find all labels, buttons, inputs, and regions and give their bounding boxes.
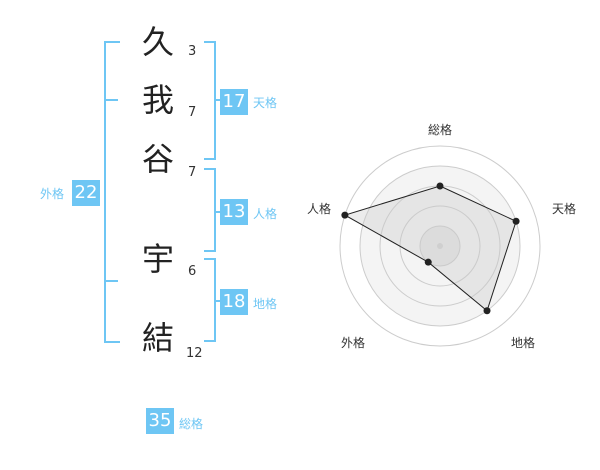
- name-char-5: 結: [141, 319, 174, 357]
- chikaku-value: 18: [220, 289, 248, 315]
- soukaku-value: 35: [146, 408, 174, 434]
- name-char-4: 宇: [141, 240, 174, 278]
- stroke-count-4: 6: [188, 264, 197, 279]
- radar-point-3: [483, 307, 491, 315]
- gaikaku-bracket: [104, 41, 120, 343]
- tenkaku-bracket-stem: [214, 99, 220, 101]
- radar-data-polygon: [343, 185, 517, 312]
- gaikaku-value: 22: [72, 180, 100, 206]
- chikaku-bracket-stem: [214, 300, 220, 302]
- stroke-count-2: 7: [188, 105, 197, 120]
- radar-point-1: [436, 182, 444, 190]
- radar-axis-label-gaikaku: 外格: [341, 336, 366, 350]
- jinkaku-label: 人格: [253, 207, 278, 221]
- radar-center-point: [437, 243, 443, 249]
- radar-point-4: [424, 258, 432, 266]
- radar-point-5: [341, 211, 349, 219]
- tenkaku-label: 天格: [253, 96, 278, 110]
- gaikaku-bracket-tick-top: [104, 99, 118, 101]
- name-char-1: 久: [141, 23, 174, 61]
- gaikaku-label: 外格: [40, 187, 65, 201]
- jinkaku-bracket: [204, 168, 216, 252]
- tenkaku-value: 17: [220, 89, 248, 115]
- soukaku-label: 総格: [179, 417, 204, 431]
- gaikaku-bracket-tick-bottom: [104, 280, 118, 282]
- jinkaku-bracket-stem: [214, 211, 220, 213]
- name-char-3: 谷: [141, 140, 174, 178]
- name-char-2: 我: [141, 81, 174, 119]
- radar-axis-label-soukaku: 総格: [428, 123, 453, 137]
- radar-axis-label-chikaku: 地格: [511, 336, 536, 350]
- radar-axis-label-tenkaku: 天格: [552, 202, 577, 216]
- stroke-count-3: 7: [188, 165, 197, 180]
- radar-point-2: [512, 217, 520, 225]
- chikaku-label: 地格: [253, 297, 278, 311]
- stroke-count-1: 3: [188, 44, 197, 59]
- stroke-count-5: 12: [186, 346, 203, 361]
- radar-axis-label-jinkaku: 人格: [307, 202, 332, 216]
- jinkaku-value: 13: [220, 199, 248, 225]
